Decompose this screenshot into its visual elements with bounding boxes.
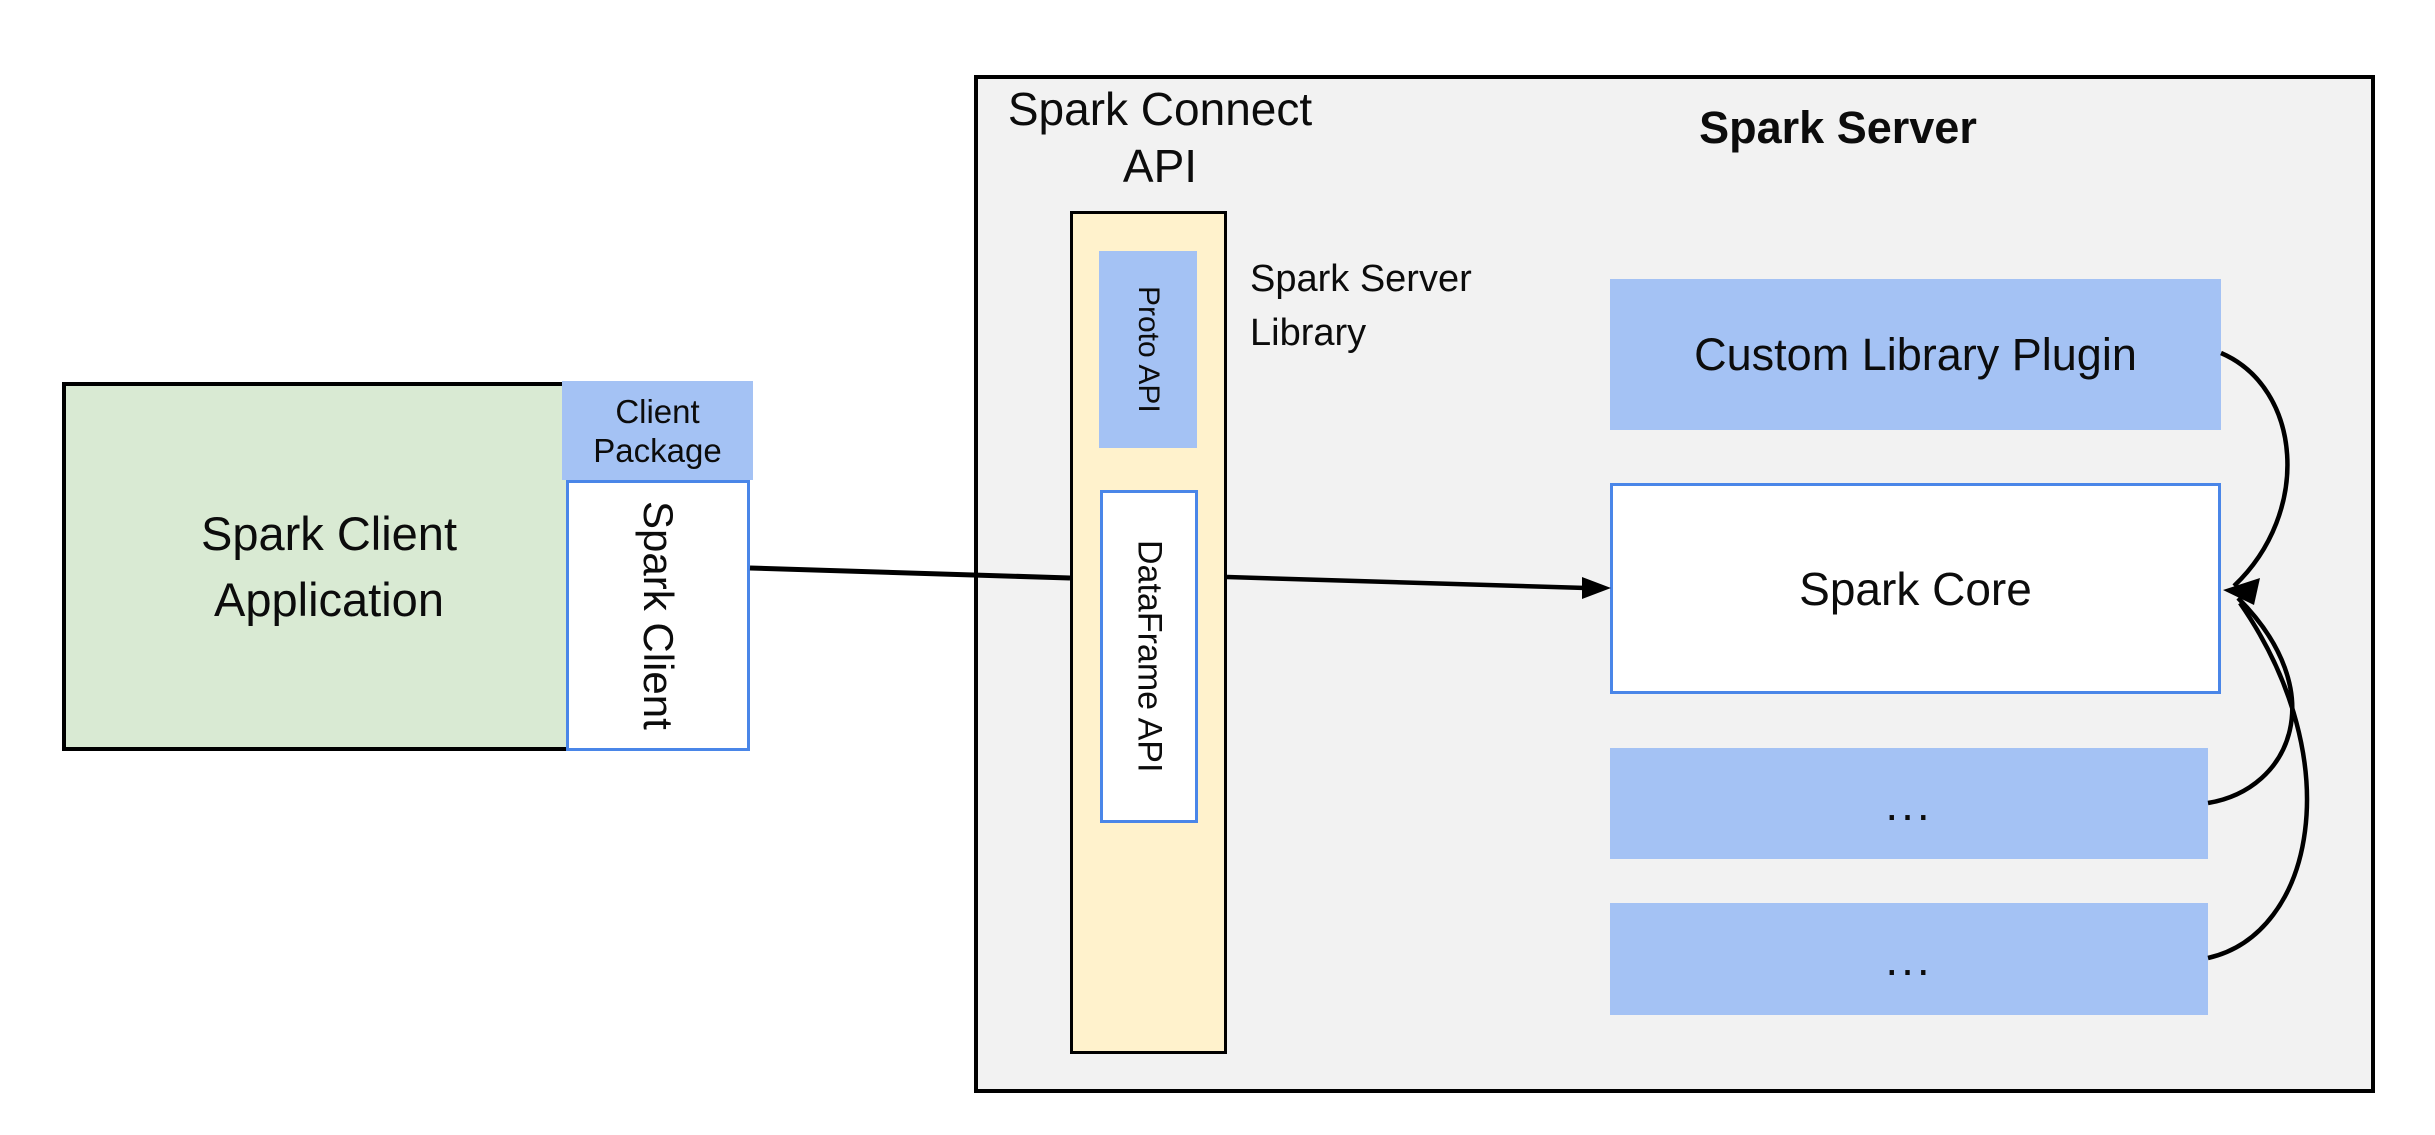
spark-client-box: Spark Client bbox=[566, 480, 750, 751]
spark-client-application-line2: Application bbox=[214, 572, 444, 626]
client-package-box: Client Package bbox=[562, 381, 753, 480]
dataframe-api-label: DataFrame API bbox=[1130, 540, 1169, 773]
spark-client-label: Spark Client bbox=[635, 501, 682, 730]
spark-core-box: Spark Core bbox=[1610, 483, 2221, 694]
custom-library-plugin-box: Custom Library Plugin bbox=[1610, 279, 2221, 430]
proto-api-label: Proto API bbox=[1132, 286, 1165, 413]
spark-server-library-line2: Library bbox=[1250, 312, 1367, 354]
spark-server-title: Spark Server bbox=[1699, 102, 1977, 153]
spark-connect-api-title: Spark Connect API bbox=[960, 78, 1360, 198]
spark-server-library-line1: Spark Server bbox=[1250, 258, 1472, 300]
spark-server-library-label: Spark Server Library bbox=[1250, 250, 1610, 362]
dataframe-api-box: DataFrame API bbox=[1100, 490, 1198, 823]
ellipsis-box-2: ... bbox=[1610, 903, 2208, 1015]
client-package-line1: Client bbox=[615, 392, 700, 430]
proto-api-box: Proto API bbox=[1099, 251, 1197, 448]
spark-client-application-line1: Spark Client bbox=[201, 506, 457, 560]
client-package-line2: Package bbox=[593, 431, 722, 469]
ellipsis-box-1: ... bbox=[1610, 748, 2208, 859]
spark-connect-api-title-line2: API bbox=[1122, 140, 1198, 192]
spark-client-application-box: Spark Client Application bbox=[62, 382, 596, 751]
spark-connect-api-title-line1: Spark Connect bbox=[1007, 83, 1313, 135]
